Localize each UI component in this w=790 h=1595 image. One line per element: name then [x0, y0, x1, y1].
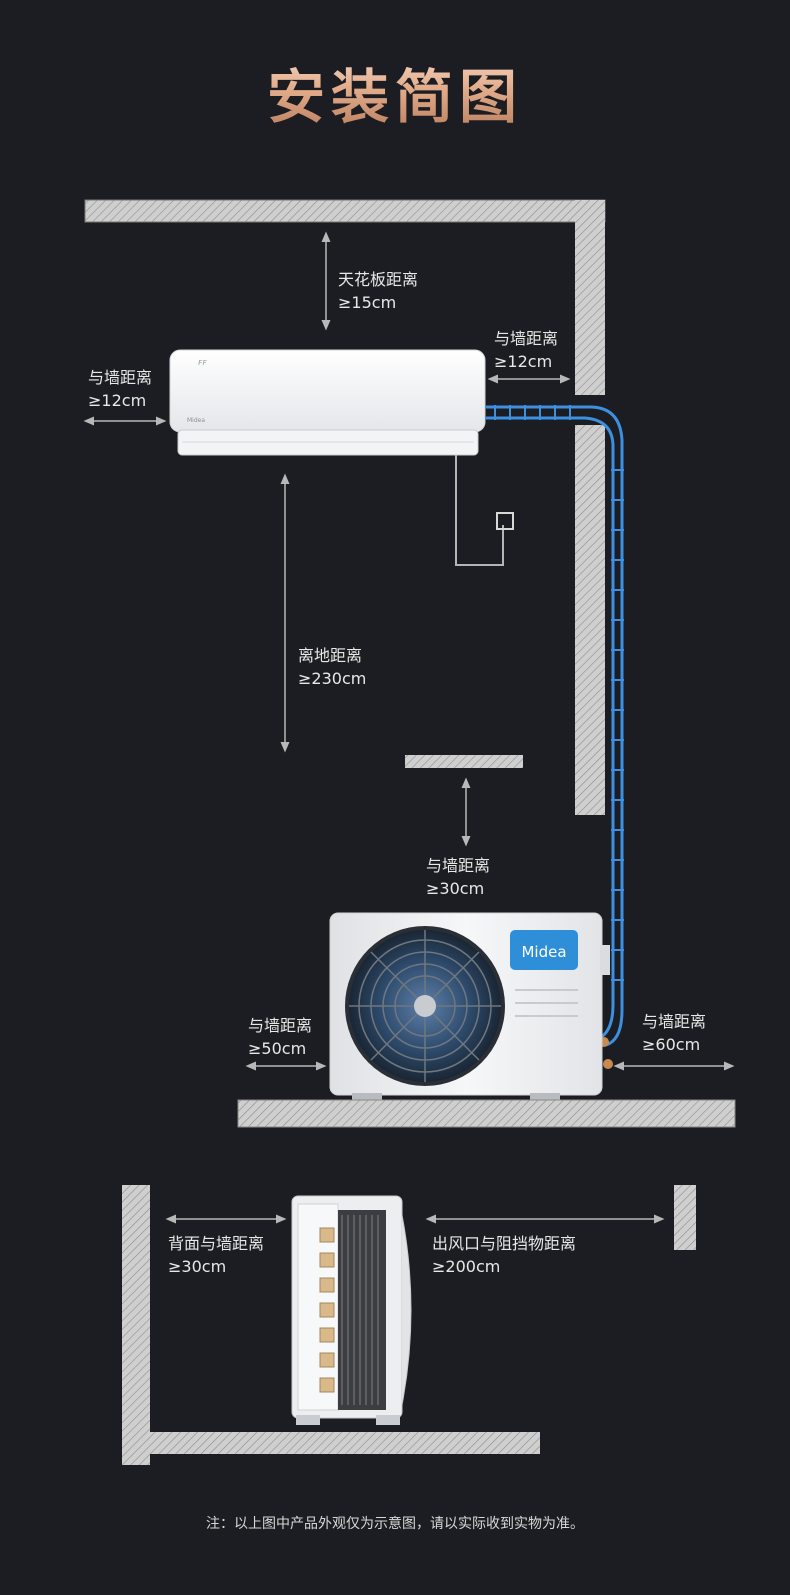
side-floor	[150, 1432, 540, 1454]
indoor-left-wall-title: 与墙距离	[88, 368, 153, 387]
side-obstacle	[674, 1185, 696, 1250]
indoor-left-wall-value: ≥12cm	[88, 391, 147, 410]
ceiling-distance-title: 天花板距离	[338, 270, 419, 289]
floor-distance-label: 离地距离 ≥230cm	[298, 644, 366, 690]
indoor-brand-logo: Midea	[187, 417, 205, 424]
side-back-wall	[122, 1185, 150, 1465]
back-wall-label: 背面与墙距离 ≥30cm	[168, 1232, 264, 1278]
right-wall-lower	[575, 425, 605, 815]
indoor-right-wall-value: ≥12cm	[494, 352, 553, 371]
indoor-left-wall-label: 与墙距离 ≥12cm	[88, 366, 152, 412]
page-title: 安装简图	[0, 50, 790, 134]
outdoor-top-wall-value: ≥30cm	[426, 879, 485, 898]
outdoor-left-wall-value: ≥50cm	[248, 1039, 307, 1058]
ceiling-distance-label: 天花板距离 ≥15cm	[338, 268, 418, 314]
right-wall-upper	[575, 200, 605, 395]
indoor-unit: ꜰꜰ Midea	[169, 349, 486, 456]
outdoor-unit-side-view	[291, 1195, 412, 1425]
outdoor-unit: Midea	[329, 912, 610, 1101]
outdoor-top-wall-title: 与墙距离	[426, 856, 491, 875]
outlet-obstacle-value: ≥200cm	[432, 1257, 501, 1276]
back-wall-value: ≥30cm	[168, 1257, 227, 1276]
floor-distance-title: 离地距离	[298, 646, 363, 665]
pipe-ties	[494, 405, 624, 981]
top-ledge	[405, 755, 523, 768]
refrigerant-pipe	[485, 405, 624, 1047]
ceiling-wall	[84, 199, 606, 223]
outdoor-right-wall-label: 与墙距离 ≥60cm	[642, 1010, 706, 1056]
outlet-obstacle-label: 出风口与阻挡物距离 ≥200cm	[432, 1232, 576, 1278]
dimension-arrows	[83, 231, 735, 1224]
indoor-right-wall-title: 与墙距离	[494, 329, 559, 348]
indoor-right-wall-label: 与墙距离 ≥12cm	[494, 327, 558, 373]
drain-pipe	[455, 455, 514, 566]
outdoor-base-slab	[237, 1099, 736, 1128]
ceiling-distance-value: ≥15cm	[338, 293, 397, 312]
footnote: 注：以上图中产品外观仅为示意图，请以实际收到实物为准。	[206, 1516, 584, 1532]
outdoor-right-wall-title: 与墙距离	[642, 1012, 707, 1031]
back-wall-title: 背面与墙距离	[168, 1234, 265, 1253]
svg-text:ꜰꜰ: ꜰꜰ	[198, 358, 207, 368]
outdoor-right-wall-value: ≥60cm	[642, 1035, 701, 1054]
outdoor-left-wall-title: 与墙距离	[248, 1016, 313, 1035]
outlet-obstacle-title: 出风口与阻挡物距离	[432, 1234, 577, 1253]
floor-distance-value: ≥230cm	[298, 669, 367, 688]
brand-badge	[510, 930, 578, 970]
outdoor-top-wall-label: 与墙距离 ≥30cm	[426, 854, 490, 900]
brand-logo: Midea	[521, 943, 566, 961]
outdoor-left-wall-label: 与墙距离 ≥50cm	[248, 1014, 312, 1060]
